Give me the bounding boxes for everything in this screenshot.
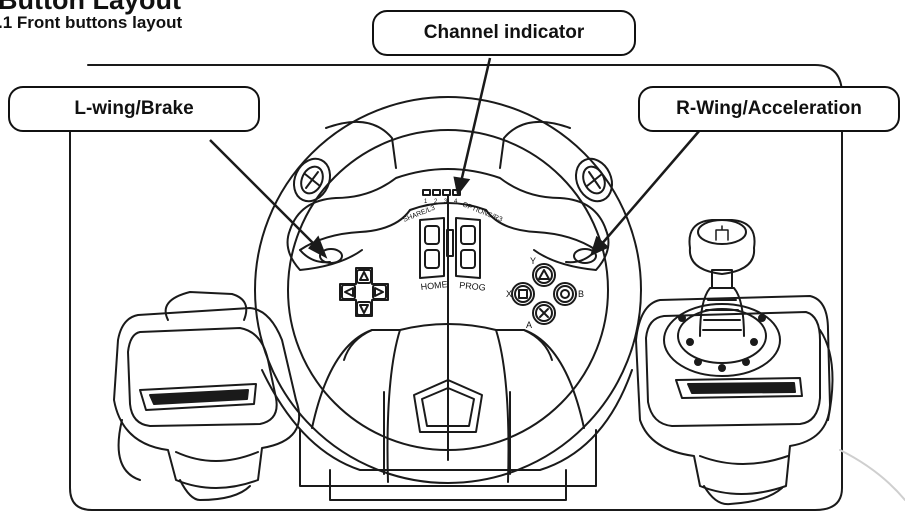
center-horn-button [413, 379, 483, 433]
pointer-right [599, 129, 701, 247]
callout-l-wing-brake: L-wing/Brake [8, 86, 260, 132]
triangle-icon [538, 269, 550, 280]
channel-3-label: 3 [444, 199, 448, 205]
channel-2-label: 2 [434, 199, 438, 205]
options-label: OPTIONS/R3 [461, 201, 503, 223]
button-y-label: Y [530, 256, 536, 266]
right-wing-paddle [573, 248, 597, 264]
pointer-center [459, 57, 492, 183]
square-icon [518, 289, 528, 299]
dpad-left-arrow [344, 287, 354, 297]
dpad-down-arrow [359, 304, 369, 314]
dpad [339, 267, 389, 317]
gear-shifter [663, 219, 781, 377]
pointer-left [209, 139, 319, 249]
home-button-group [419, 217, 454, 279]
dpad-right-arrow [374, 287, 384, 297]
channel-indicator-leds [422, 189, 461, 196]
dpad-up-arrow [359, 271, 369, 281]
section-subtitle: .1 Front buttons layout [0, 13, 183, 32]
button-b-label: B [578, 289, 584, 299]
right-paddle-disc [575, 157, 613, 203]
left-wing-paddle [319, 248, 343, 264]
left-paddle-disc [293, 157, 331, 203]
cross-icon [539, 308, 549, 318]
face-buttons [511, 263, 577, 325]
circle-icon [560, 289, 570, 299]
prog-button-group [455, 217, 481, 279]
left-pedal-unit [113, 291, 301, 501]
callout-channel-indicator: Channel indicator [372, 10, 636, 56]
home-label: HOME [420, 279, 448, 292]
button-x-label: X [506, 289, 512, 299]
prog-label: PROG [459, 280, 486, 293]
wheel-base [261, 369, 633, 501]
callout-r-wing-acceleration: R-Wing/Acceleration [638, 86, 900, 132]
gear-shift-pattern-icon [715, 225, 729, 241]
right-pedal-unit [635, 295, 834, 506]
channel-4-label: 4 [454, 199, 458, 205]
section-title: Button Layout [0, 0, 181, 15]
button-a-label: A [526, 320, 532, 330]
channel-1-label: 1 [424, 199, 428, 205]
diagram-frame [69, 64, 843, 511]
